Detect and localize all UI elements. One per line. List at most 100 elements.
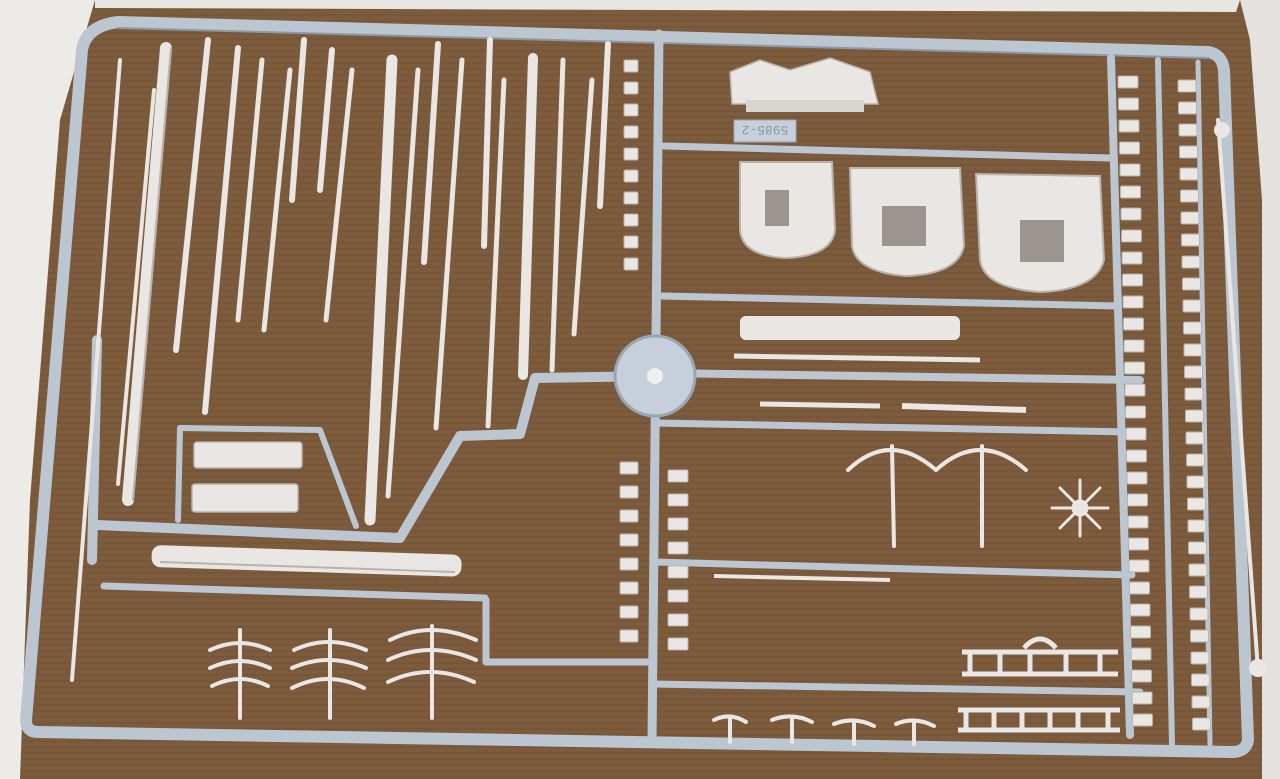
small-part [667, 613, 689, 627]
small-part [623, 147, 639, 161]
small-part [1130, 625, 1151, 639]
small-part [623, 103, 639, 117]
small-part [1187, 519, 1207, 533]
small-part [1189, 607, 1209, 621]
small-part [1119, 141, 1140, 155]
small-part [1188, 541, 1207, 555]
stern-gallery-parts [739, 161, 1106, 294]
small-part [1189, 585, 1208, 599]
small-part [623, 125, 639, 139]
small-block-parts [619, 59, 1211, 731]
small-part [1121, 251, 1143, 265]
small-part [1126, 471, 1148, 485]
small-part [1186, 475, 1206, 489]
small-part [1127, 493, 1148, 507]
small-part [619, 629, 639, 643]
small-part [1125, 427, 1147, 441]
deck-panels-left [191, 441, 303, 513]
small-part [667, 541, 689, 555]
railing-parts-bottom [958, 636, 1120, 733]
small-part [667, 493, 689, 507]
small-part [1117, 75, 1139, 89]
small-part [619, 533, 639, 547]
davit-parts [712, 714, 936, 746]
small-part [1180, 211, 1200, 225]
embossed-code-text: 5985-2 [742, 122, 789, 137]
small-part [667, 517, 689, 531]
small-part [1190, 651, 1210, 665]
small-part [1118, 119, 1140, 133]
small-part [1123, 317, 1144, 331]
small-part [1183, 321, 1202, 335]
helm-wheel [1050, 478, 1110, 538]
small-part [1178, 123, 1198, 137]
small-part [1118, 97, 1139, 111]
yard-parts [713, 316, 1027, 582]
small-part [1180, 189, 1199, 203]
horizontal-mast [151, 545, 462, 577]
small-part [1182, 299, 1202, 313]
small-part [619, 557, 639, 571]
embossed-code-tag: 5985-2 [733, 119, 797, 143]
small-part [1122, 273, 1143, 287]
small-part [1192, 717, 1211, 731]
small-part [619, 509, 639, 523]
small-part [623, 213, 639, 227]
small-part [619, 605, 639, 619]
small-part [1129, 603, 1151, 617]
small-part [1188, 563, 1208, 577]
small-part [1123, 339, 1145, 353]
sprue-frame [20, 16, 1254, 758]
small-part [1185, 409, 1204, 423]
small-part [1128, 537, 1149, 551]
small-part [1187, 497, 1206, 511]
small-part [1121, 229, 1142, 243]
small-part [1181, 233, 1200, 247]
small-part [667, 469, 689, 483]
small-part [1128, 559, 1150, 573]
small-part [623, 191, 639, 205]
frame-rib-parts [208, 624, 478, 720]
small-part [1178, 101, 1197, 115]
small-part [623, 235, 639, 249]
small-part [619, 485, 639, 499]
small-part [1182, 277, 1201, 291]
small-part [667, 565, 689, 579]
small-part [1191, 673, 1210, 687]
small-part [1179, 167, 1199, 181]
small-part [1120, 185, 1141, 199]
anchor-parts [846, 444, 1028, 548]
small-part [1181, 255, 1201, 269]
small-part [1186, 453, 1205, 467]
small-part [1191, 695, 1211, 709]
small-part [1132, 713, 1153, 727]
small-part [1122, 295, 1144, 309]
small-part [1131, 669, 1152, 683]
small-part [1120, 207, 1142, 221]
small-part [667, 589, 689, 603]
small-part [1177, 79, 1197, 93]
sprue-hub [613, 334, 697, 418]
small-part [1124, 383, 1146, 397]
small-part [623, 257, 639, 271]
small-part [1126, 449, 1147, 463]
small-part [1124, 361, 1145, 375]
small-part [1119, 163, 1141, 177]
small-part [1184, 365, 1203, 379]
small-part [1190, 629, 1209, 643]
small-part [1185, 431, 1205, 445]
box-edge-right [1240, 0, 1280, 779]
small-part [1127, 515, 1149, 529]
small-part [619, 581, 639, 595]
small-part [1125, 405, 1146, 419]
small-part [1130, 647, 1152, 661]
small-part [623, 81, 639, 95]
small-part [1129, 581, 1150, 595]
small-part [623, 59, 639, 73]
small-part [1184, 387, 1204, 401]
box-edge-top [95, 0, 1240, 12]
small-part [1131, 691, 1153, 705]
small-part [1183, 343, 1203, 357]
